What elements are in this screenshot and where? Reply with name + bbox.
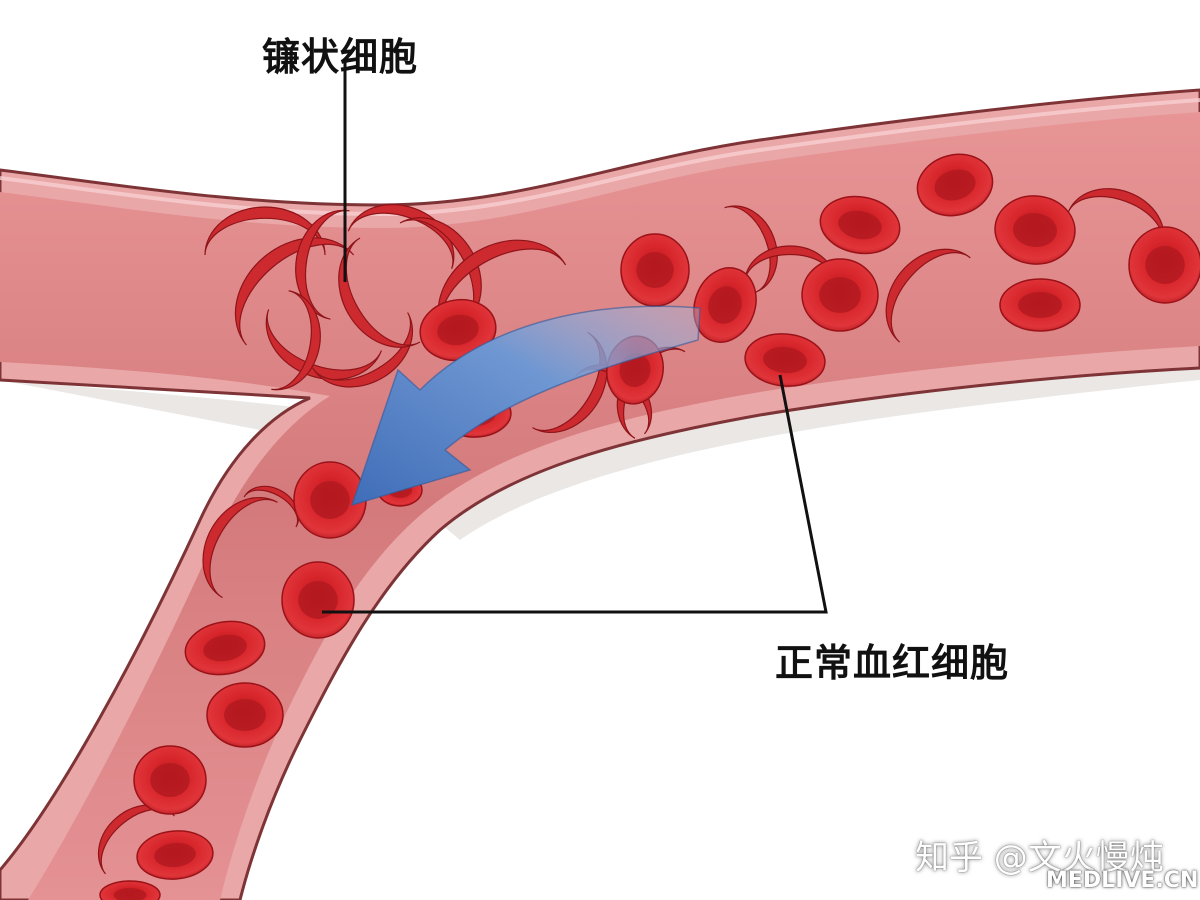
sickle-cell [437, 239, 567, 336]
sickle-cell [271, 290, 321, 391]
sickle-cell [204, 206, 326, 256]
red-blood-cell [744, 333, 826, 387]
vessel-lumen [0, 112, 1200, 900]
red-blood-cell [419, 298, 497, 362]
vessel-shadow-main [330, 352, 1200, 540]
red-blood-cell [136, 830, 214, 880]
normal-red-blood-cell-label: 正常血红细胞 [775, 641, 1010, 685]
red-blood-cell [994, 195, 1076, 265]
red-blood-cell [819, 195, 901, 255]
red-blood-cell [916, 153, 994, 217]
red-blood-cell [620, 233, 690, 307]
red-blood-cell [184, 620, 266, 676]
red-blood-cell [281, 561, 355, 639]
red-blood-cell [133, 745, 207, 815]
flow-arrow [350, 305, 701, 507]
leader-line-normal [322, 374, 828, 614]
red-blood-cell [206, 682, 284, 748]
medlive-watermark: MEDLIVE.CN [1046, 868, 1199, 893]
red-blood-cell [693, 267, 757, 343]
sickle-cell [234, 237, 355, 346]
zhihu-watermark: 知乎 @文火慢炖 [915, 838, 1164, 878]
red-blood-cell [1128, 226, 1200, 304]
sickle-cell [243, 485, 300, 528]
sickle-cell [338, 237, 421, 348]
red-blood-cell [293, 461, 367, 539]
red-blood-cell [801, 258, 879, 332]
sickle-cell-label: 镰状细胞 [262, 35, 419, 79]
sickle-cell [202, 496, 278, 599]
vessel-highlight [0, 98, 1200, 217]
red-blood-cell [999, 278, 1081, 332]
red-blood-cell [99, 880, 161, 900]
